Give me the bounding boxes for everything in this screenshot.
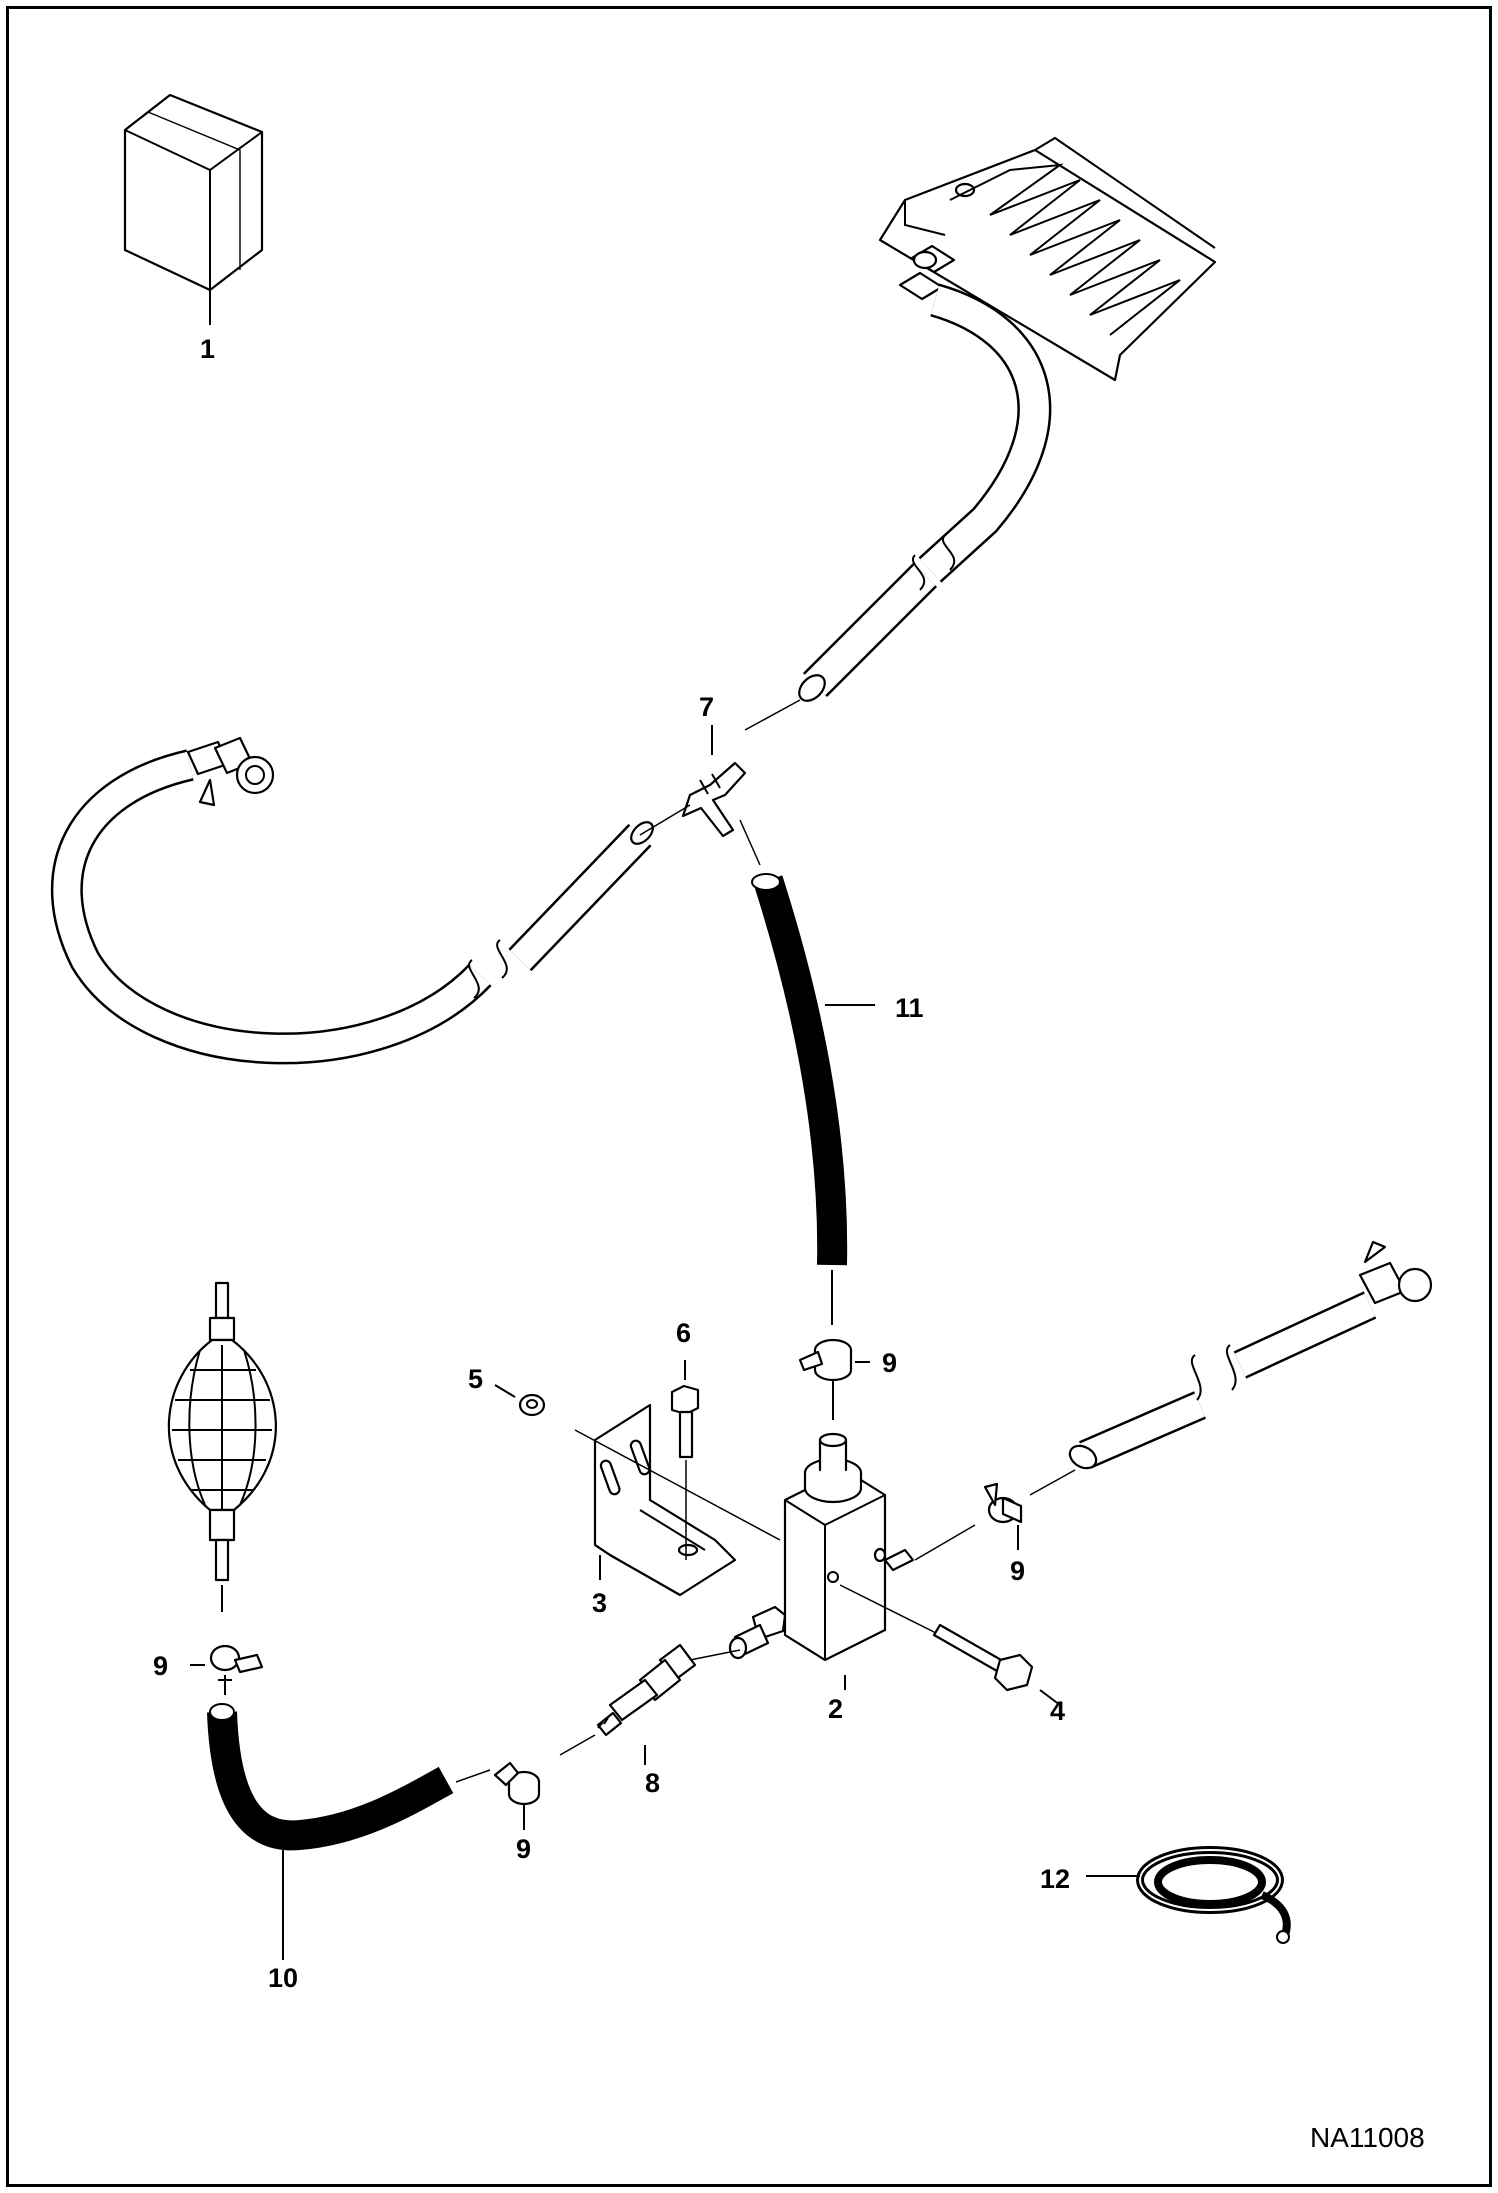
- callout-6: 6: [676, 1318, 691, 1348]
- callout-7: 7: [699, 692, 714, 722]
- callout-3: 3: [592, 1588, 607, 1618]
- part-11-black-hose: [751, 873, 875, 1325]
- part-9-clamp-right: [983, 1482, 1023, 1550]
- injector-return-hose: [914, 1240, 1433, 1561]
- part-2-manifold-block: [728, 1432, 915, 1690]
- callout-2: 2: [828, 1694, 843, 1724]
- callout-12: 12: [1040, 1864, 1070, 1894]
- callout-9-right: 9: [1010, 1556, 1025, 1586]
- part-7-tee-fitting: [639, 699, 801, 866]
- primer-bulb: [167, 1281, 277, 1612]
- callout-1: 1: [200, 334, 215, 364]
- part-1-kit-box: [123, 93, 264, 325]
- part-12-coiled-tubing: [1086, 1846, 1291, 1944]
- cooler-return-hose: [798, 283, 1052, 702]
- callout-11: 11: [895, 993, 924, 1023]
- callout-9-top: 9: [882, 1348, 897, 1378]
- part-9-clamp-lower: [493, 1761, 541, 1830]
- part-6-bolt: [670, 1360, 700, 1560]
- part-9-clamp-left: [190, 1644, 264, 1695]
- fuel-supply-hose: [50, 736, 654, 1065]
- part-10-black-hose: [207, 1703, 491, 1960]
- fuel-cooler: [878, 136, 1217, 382]
- part-4-bolt: [839, 1584, 1061, 1706]
- callout-9-left: 9: [153, 1651, 168, 1681]
- callout-8: 8: [645, 1768, 660, 1798]
- part-3-bracket: [574, 1403, 781, 1597]
- figure-reference-code: NA11008: [1310, 2122, 1425, 2153]
- callout-4: 4: [1050, 1696, 1065, 1726]
- callout-9-lower: 9: [516, 1834, 531, 1864]
- part-9-clamp-top: [798, 1338, 870, 1420]
- callout-5: 5: [468, 1364, 483, 1394]
- callout-labels: 1 2 3 4 5 6 7 8 9 9 9 9 10 11 12: [153, 334, 1070, 1993]
- part-8-quick-connector: [559, 1643, 741, 1765]
- callout-10: 10: [268, 1963, 298, 1993]
- part-5-washer: [494, 1384, 546, 1417]
